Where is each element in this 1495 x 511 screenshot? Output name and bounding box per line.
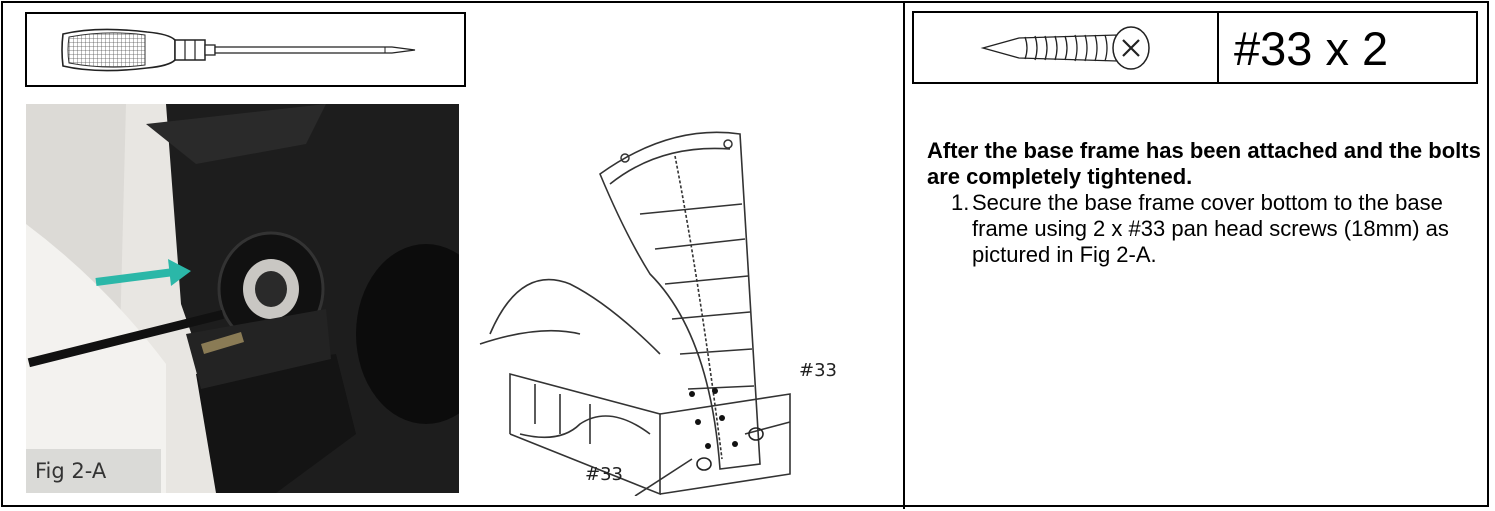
part-quantity-label: #33 x 2 bbox=[1234, 22, 1389, 75]
callout-label: #33 bbox=[585, 464, 623, 485]
column-divider bbox=[903, 1, 905, 509]
photo-fig-2a: Fig 2-A bbox=[26, 104, 459, 493]
base-frame-diagram bbox=[479, 131, 791, 496]
instructions-heading: After the base frame has been attached a… bbox=[927, 138, 1481, 189]
list-item: 1. Secure the base frame cover bottom to… bbox=[927, 190, 1487, 268]
tool-box bbox=[25, 12, 466, 87]
screwdriver-icon bbox=[61, 28, 416, 72]
part-box-divider bbox=[1217, 13, 1219, 82]
assembly-diagram: #33 #33 bbox=[460, 104, 880, 496]
steps-list: 1. Secure the base frame cover bottom to… bbox=[927, 190, 1487, 268]
step-text: Secure the base frame cover bottom to th… bbox=[972, 190, 1449, 267]
step-number: 1. bbox=[951, 190, 970, 215]
callout-label: #33 bbox=[799, 360, 837, 381]
part-box: #33 x 2 bbox=[912, 11, 1478, 84]
figure-caption: Fig 2-A bbox=[26, 449, 161, 493]
photo-illustration bbox=[26, 104, 459, 493]
instructions: After the base frame has been attached a… bbox=[927, 138, 1487, 268]
pan-head-screw-icon bbox=[980, 26, 1150, 70]
